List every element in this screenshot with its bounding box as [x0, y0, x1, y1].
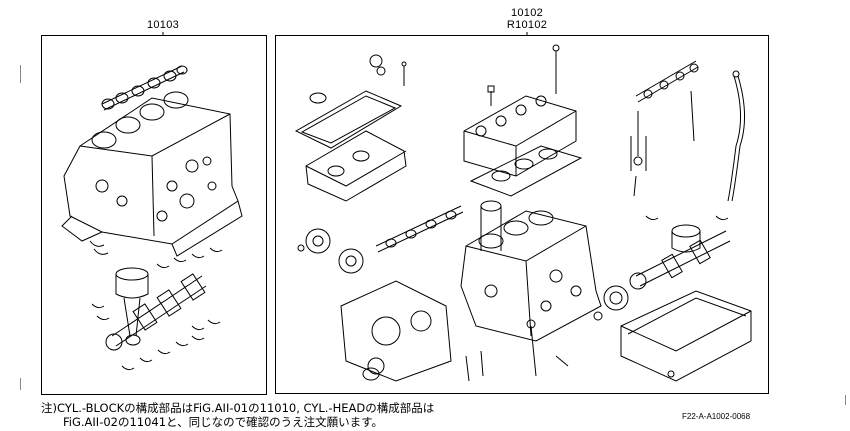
part-number-engine-assy-reman: R10102 [506, 19, 548, 31]
head-gasket-illustration [471, 146, 581, 196]
valve-train-illustration [631, 61, 698, 196]
long-block-illustration [461, 201, 601, 341]
piston-illustration [116, 268, 148, 345]
valve-cover-illustration [296, 55, 406, 201]
lower-bearings-illustration [92, 304, 220, 370]
piston-crank-illustration [630, 216, 730, 289]
left-edge-tick-bottom [20, 378, 21, 390]
right-edge-tick [845, 395, 846, 405]
figure-code: F22-A-A1002-0068 [682, 412, 751, 421]
camshaft-gear-illustration [298, 206, 463, 273]
footnote-line-1: 注)CYL.-BLOCKの構成部品はFiG.AII-01の11010, CYL.… [41, 401, 435, 415]
cylinder-block-illustration [62, 92, 242, 256]
oil-pan-illustration [621, 291, 751, 381]
engine-assembly-panel [275, 35, 769, 394]
footnote-line-2: FiG.AII-02の11041と、同じなので確認のうえ注文願います。 [63, 415, 383, 429]
part-number-short-block: 10103 [146, 19, 180, 31]
left-edge-tick-top [20, 65, 21, 83]
crank-pulley-illustration [594, 286, 628, 320]
dipstick-illustration [728, 71, 745, 201]
crankshaft-illustration [106, 274, 206, 350]
misc-parts-illustration [466, 320, 568, 381]
part-number-engine-assy: 10102 [510, 7, 544, 19]
engine-assembly-illustration [276, 36, 766, 391]
bearing-shells-illustration [90, 241, 222, 268]
short-block-illustration [42, 36, 264, 392]
timing-cover-illustration [341, 281, 451, 381]
cylinder-head-illustration [464, 45, 576, 176]
camshaft-illustration [102, 66, 187, 110]
short-block-panel [41, 35, 267, 395]
